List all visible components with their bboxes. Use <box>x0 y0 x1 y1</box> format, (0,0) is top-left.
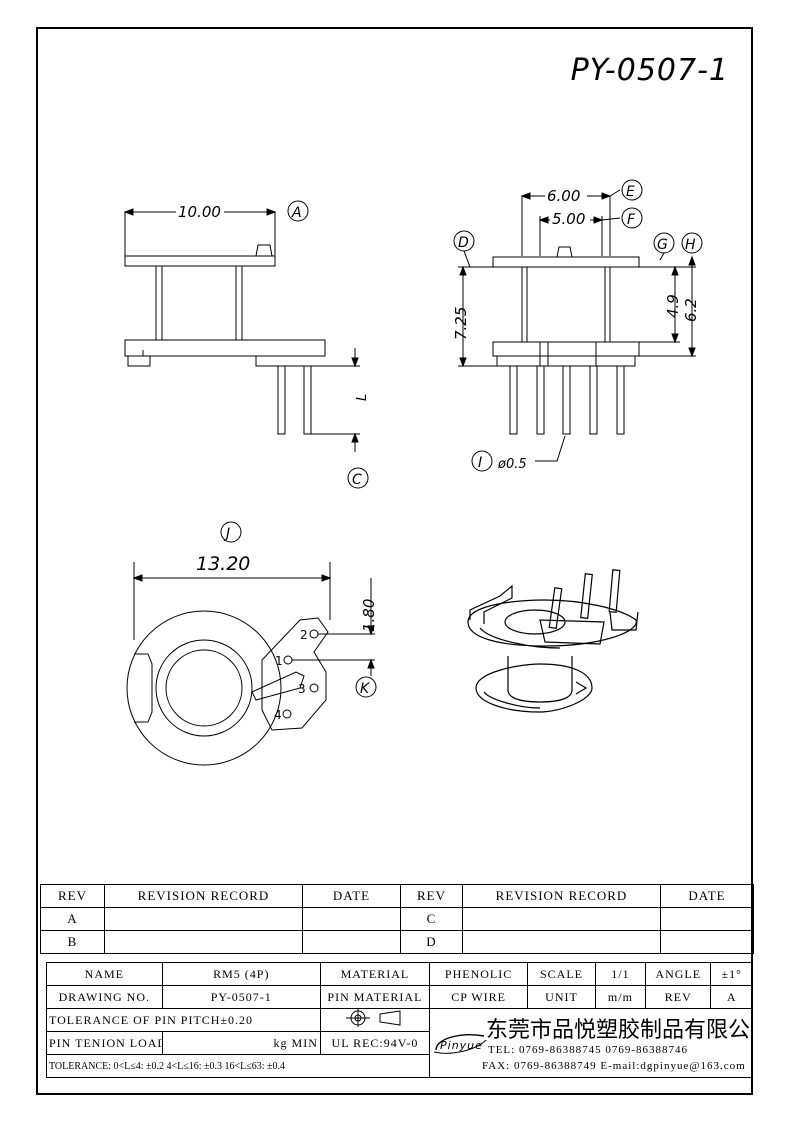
rev-cell: C <box>400 907 463 931</box>
company-block: Pinyue 东莞市品悦塑胶制品有限公司 TEL: 0769-86388745 … <box>428 1008 754 1078</box>
date-header: DATE <box>302 884 401 908</box>
side-view: 6.00 5.00 7.25 <box>452 187 700 472</box>
date-cell <box>302 907 401 931</box>
callout-c: C <box>352 472 362 488</box>
dim-e-text: 6.00 <box>547 187 580 205</box>
callouts: A C D E F G H I J K <box>220 179 703 698</box>
svg-text:10.00: 10.00 <box>178 203 221 221</box>
dim-6-2-text: 6.2 <box>682 298 700 322</box>
callout-i: I <box>478 455 482 471</box>
isometric-view <box>467 569 639 713</box>
rev-header: REV <box>40 884 105 908</box>
callout-j: J <box>223 526 230 542</box>
revision-row: B D <box>40 930 754 954</box>
dim-l-text: L <box>355 394 370 401</box>
date-cell <box>660 930 754 954</box>
scale-value: 1/1 <box>594 962 647 986</box>
date-cell <box>302 930 401 954</box>
dim-pin-dia-text: ø0.5 <box>497 457 527 472</box>
revision-record-header: REVISION RECORD <box>462 884 661 908</box>
rev-cell: A <box>40 907 105 931</box>
callout-d: D <box>458 235 469 251</box>
rev-label: REV <box>645 985 712 1009</box>
unit-label: UNIT <box>527 985 596 1009</box>
pin-3-label: 3 <box>298 682 306 696</box>
pin-1-label: 1 <box>275 654 283 668</box>
dim-13-20-text: 13.20 <box>196 553 250 575</box>
angle-value: ±1° <box>710 962 753 986</box>
dim-7-25-text: 7.25 <box>452 307 470 340</box>
record-cell <box>104 907 303 931</box>
unit-value: m/m <box>594 985 647 1009</box>
revision-table: REV REVISION RECORD DATE REV REVISION RE… <box>40 884 754 954</box>
projection-symbol <box>319 1008 430 1032</box>
projection-icon <box>345 1009 401 1027</box>
callout-a: A <box>291 205 302 221</box>
revision-row: A C <box>40 907 754 931</box>
tolerance-pitch: TOLERANCE OF PIN PITCH±0.20 <box>46 1008 321 1032</box>
name-label: NAME <box>46 962 163 986</box>
company-tel: TEL: 0769-86388745 0769-86388746 <box>487 1044 689 1056</box>
date-header: DATE <box>660 884 754 908</box>
pin-4-label: 4 <box>274 708 282 722</box>
pinyue-logo: Pinyue <box>433 1034 487 1054</box>
callout-g: G <box>657 237 668 253</box>
record-cell <box>462 930 661 954</box>
front-view: 10.00 10.00 L <box>123 203 370 452</box>
drawing-no-label: DRAWING NO. <box>46 985 163 1009</box>
material-label: MATERIAL <box>319 962 430 986</box>
callout-e: E <box>626 184 635 200</box>
callout-h: H <box>685 237 696 253</box>
callout-k: K <box>360 681 371 697</box>
callout-f: F <box>627 212 636 228</box>
rev-cell: D <box>400 930 463 954</box>
bottom-view: 13.20 2 1 3 4 1.80 <box>126 553 378 766</box>
revision-header-row: REV REVISION RECORD DATE REV REVISION RE… <box>40 884 754 908</box>
technical-drawing: 10.00 10.00 L 6.00 <box>123 179 703 766</box>
drawing-no-value: PY-0507-1 <box>161 985 321 1009</box>
scale-label: SCALE <box>527 962 596 986</box>
pin-2-label: 2 <box>300 628 308 642</box>
tolerance-general: TOLERANCE: 0<L≤4: ±0.2 4<L≤16: ±0.3 16<L… <box>46 1054 430 1078</box>
pin-tension-label: PIN TENION LOAD <box>46 1031 163 1055</box>
date-cell <box>660 907 754 931</box>
record-cell <box>462 907 661 931</box>
name-value: RM5 (4P) <box>161 962 321 986</box>
rev-value: A <box>710 985 753 1009</box>
pin-material-value: CP WIRE <box>428 985 529 1009</box>
company-name: 东莞市品悦塑胶制品有限公司 <box>485 1018 753 1043</box>
dim-f-text: 5.00 <box>552 210 585 228</box>
dim-4-9-text: 4.9 <box>664 294 682 318</box>
record-cell <box>104 930 303 954</box>
rev-cell: B <box>40 930 105 954</box>
rev-header: REV <box>400 884 463 908</box>
title-block: NAME RM5 (4P) MATERIAL PHENOLIC SCALE 1/… <box>46 962 754 1078</box>
angle-label: ANGLE <box>645 962 712 986</box>
part-number-title: PY-0507-1 <box>570 53 729 88</box>
revision-record-header: REVISION RECORD <box>104 884 303 908</box>
ul-rec: UL REC:94V-0 <box>319 1031 430 1055</box>
company-fax: FAX: 0769-86388749 E-mail:dgpinyue@163.c… <box>481 1060 746 1072</box>
material-value: PHENOLIC <box>428 962 529 986</box>
pin-tension-value: kg MIN <box>161 1031 321 1055</box>
dim-1-80-text: 1.80 <box>360 599 378 632</box>
svg-text:Pinyue: Pinyue <box>440 1039 483 1052</box>
pin-material-label: PIN MATERIAL <box>319 985 430 1009</box>
drawing-sheet: PY-0507-1 <box>36 27 753 1095</box>
